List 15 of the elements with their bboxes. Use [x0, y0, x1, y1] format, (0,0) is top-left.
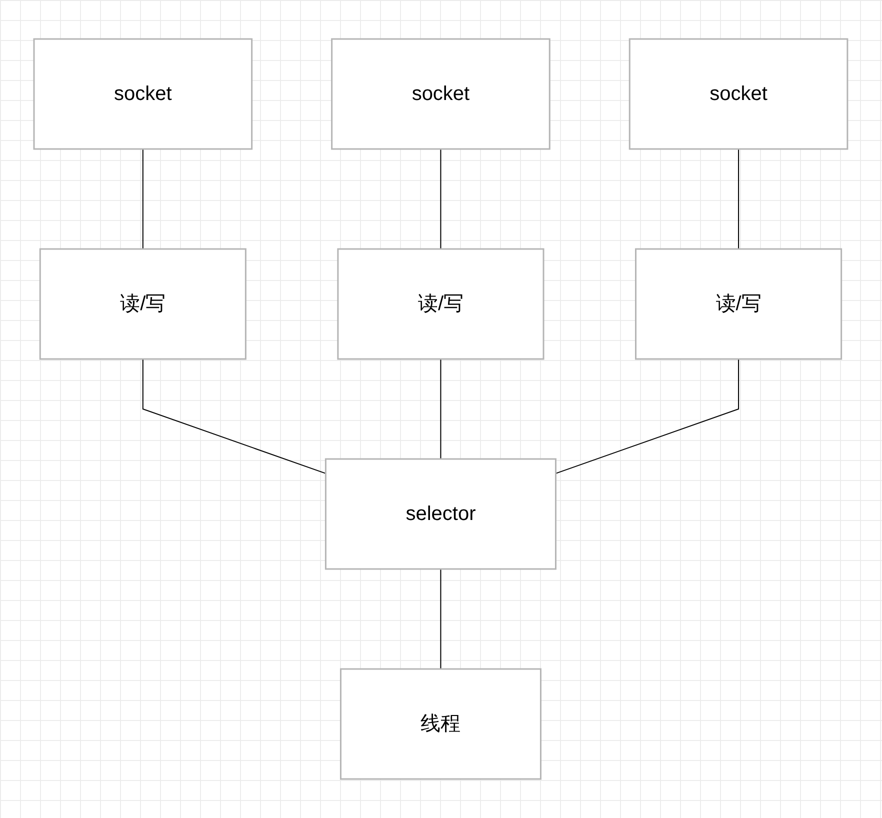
- node-box: socket: [331, 38, 551, 150]
- node-box: 读/写: [337, 248, 545, 360]
- connector: [556, 358, 740, 474]
- node-box: selector: [325, 458, 557, 570]
- connector: [440, 568, 442, 670]
- node-box: 线程: [340, 668, 542, 780]
- connector: [142, 148, 144, 250]
- connector: [142, 358, 326, 474]
- node-box: socket: [34, 38, 253, 150]
- connector: [440, 148, 442, 250]
- node-box: 读/写: [635, 248, 842, 360]
- node-box: socket: [629, 38, 848, 150]
- connector: [440, 358, 442, 460]
- node-box: 读/写: [40, 248, 247, 360]
- connector: [738, 148, 740, 250]
